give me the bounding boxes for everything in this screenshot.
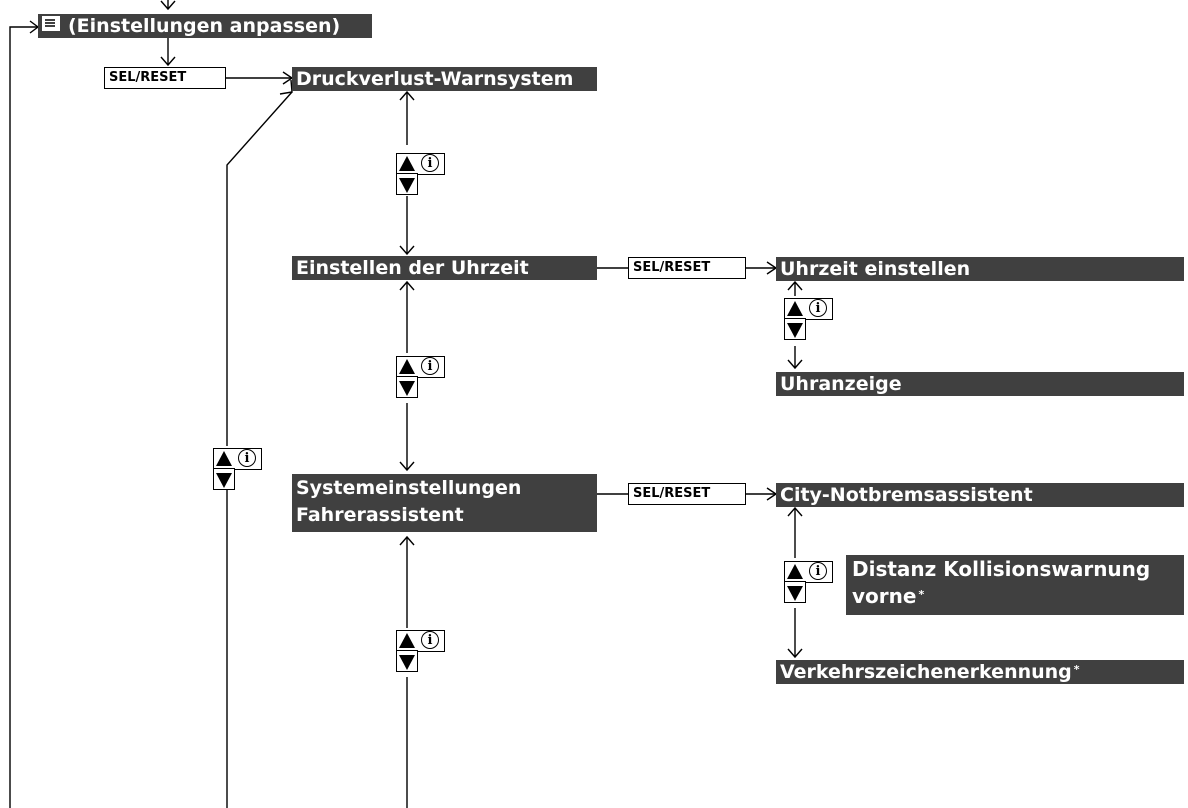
nav-arrows-1[interactable]: i	[396, 153, 446, 195]
info-icon[interactable]: i	[234, 448, 262, 470]
nav-arrows-3[interactable]: i	[396, 630, 446, 672]
system-label-line1: Systemeinstellungen	[296, 477, 522, 499]
verkehrszeichen-label: Verkehrszeichenerkennung	[780, 661, 1072, 683]
down-arrow-icon[interactable]	[784, 581, 806, 603]
nav-arrows-left[interactable]: i	[213, 448, 263, 490]
submenu-item-uhrzeit-einstellen[interactable]: Uhrzeit einstellen	[776, 257, 1184, 281]
menu-item-systemeinstellungen[interactable]: Systemeinstellungen Fahrerassistent	[292, 474, 597, 532]
system-label-line2: Fahrerassistent	[296, 504, 464, 526]
sel-reset-button-clock[interactable]: SEL/RESET	[628, 257, 746, 279]
menu-item-uhrzeit[interactable]: Einstellen der Uhrzeit	[292, 256, 597, 280]
root-label: (Einstellungen anpassen)	[68, 15, 341, 37]
menu-item-druckverlust[interactable]: Druckverlust-Warnsystem	[292, 67, 597, 91]
sel-reset-button-assist[interactable]: SEL/RESET	[628, 483, 746, 505]
submenu-item-verkehrszeichen[interactable]: Verkehrszeichenerkennung*	[776, 660, 1184, 684]
distanz-label-line2-wrap: vorne*	[852, 583, 1180, 610]
up-arrow-icon[interactable]	[213, 448, 235, 470]
down-arrow-icon[interactable]	[396, 376, 418, 398]
up-arrow-icon[interactable]	[784, 298, 806, 320]
root-settings-menu[interactable]: (Einstellungen anpassen)	[38, 14, 372, 38]
footnote-asterisk: *	[1073, 663, 1080, 676]
submenu-item-city-notbrems[interactable]: City-Notbremsassistent	[776, 483, 1184, 507]
submenu-item-distanz-kollision[interactable]: Distanz Kollisionswarnung vorne*	[846, 555, 1184, 615]
up-arrow-icon[interactable]	[396, 356, 418, 378]
info-icon[interactable]: i	[417, 356, 445, 378]
footnote-asterisk: *	[918, 588, 925, 601]
nav-arrows-assist[interactable]: i	[784, 561, 834, 603]
distanz-label-line2: vorne	[852, 584, 917, 608]
nav-arrows-2[interactable]: i	[396, 356, 446, 398]
down-arrow-icon[interactable]	[213, 468, 235, 490]
info-icon[interactable]: i	[417, 630, 445, 652]
down-arrow-icon[interactable]	[396, 650, 418, 672]
down-arrow-icon[interactable]	[396, 173, 418, 195]
menu-icon	[42, 16, 64, 34]
up-arrow-icon[interactable]	[396, 630, 418, 652]
submenu-item-uhranzeige[interactable]: Uhranzeige	[776, 372, 1184, 396]
up-arrow-icon[interactable]	[396, 153, 418, 175]
sel-reset-button-top[interactable]: SEL/RESET	[104, 67, 226, 89]
info-icon[interactable]: i	[417, 153, 445, 175]
info-icon[interactable]: i	[805, 561, 833, 583]
distanz-label-line1: Distanz Kollisionswarnung	[852, 557, 1151, 581]
nav-arrows-clock[interactable]: i	[784, 298, 834, 340]
info-icon[interactable]: i	[805, 298, 833, 320]
up-arrow-icon[interactable]	[784, 561, 806, 583]
down-arrow-icon[interactable]	[784, 318, 806, 340]
